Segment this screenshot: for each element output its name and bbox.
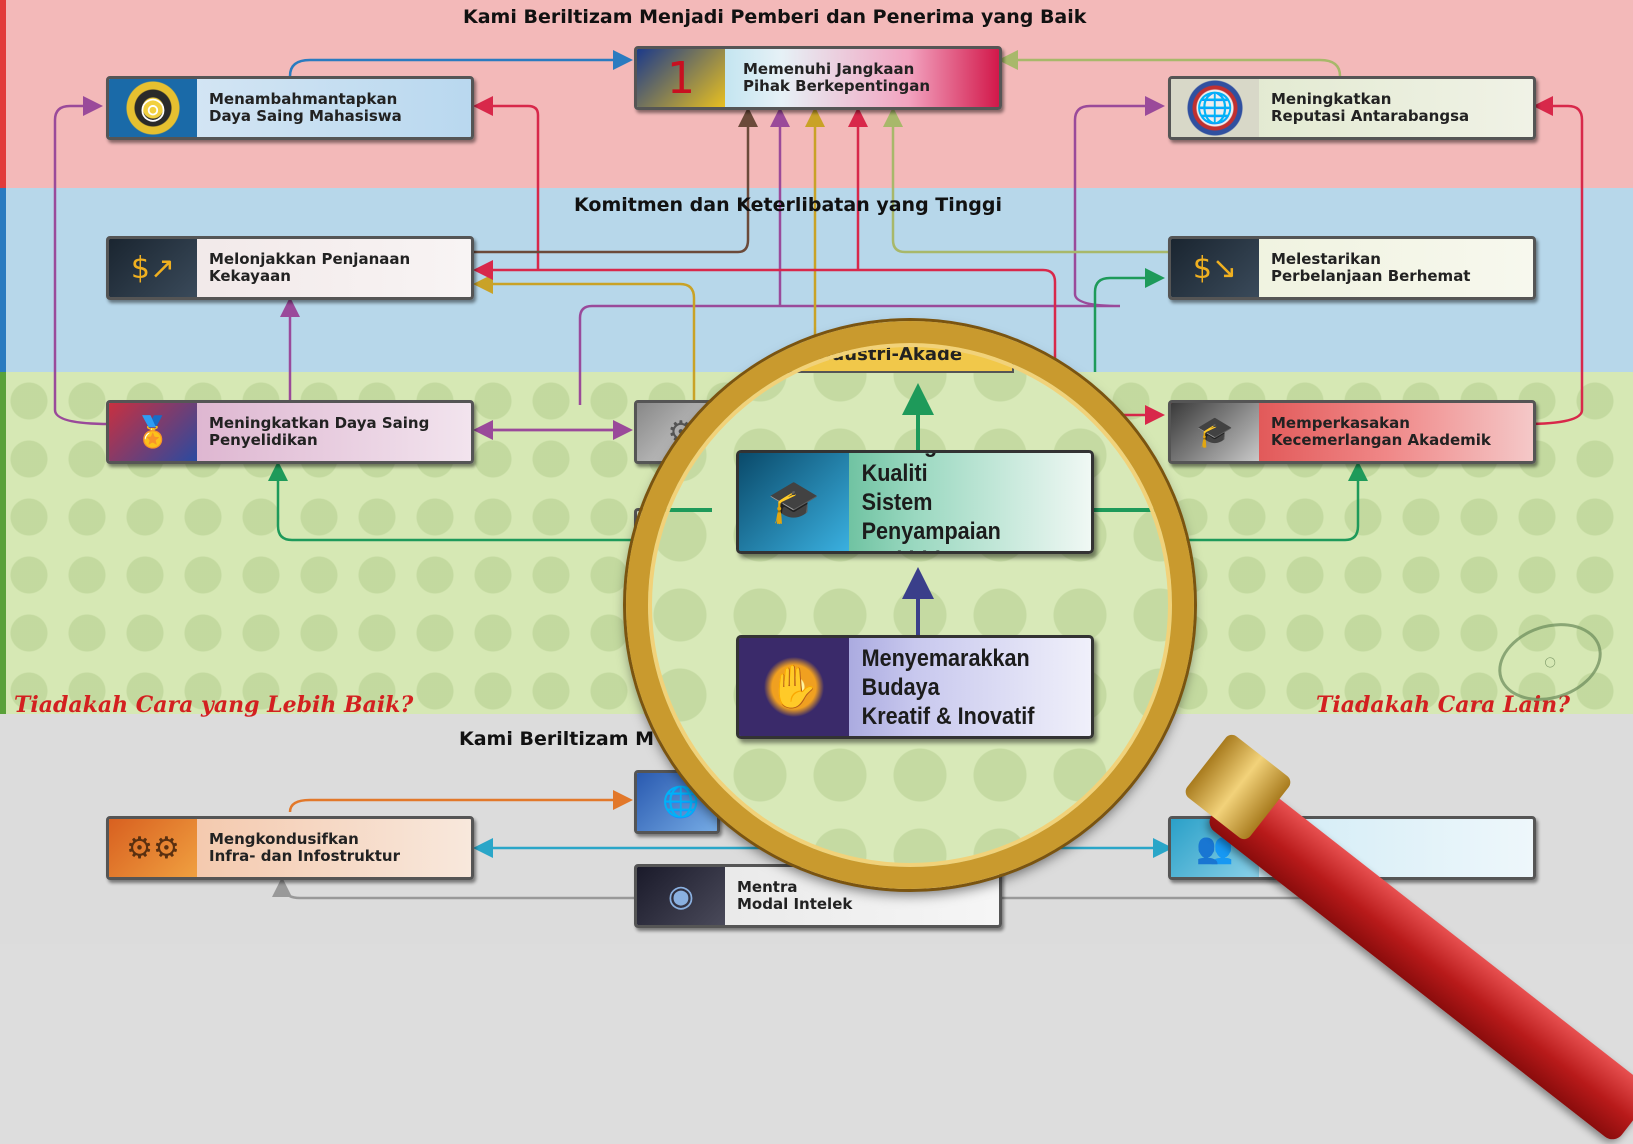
flag-number-one-icon: 1 [637,49,725,107]
node-academic-excellence[interactable]: 🎓 Memperkasakan Kecemerlangan Akademik [1168,400,1536,464]
heading-commitment: Komitmen dan Keterlibatan yang Tinggi [574,194,1002,216]
node-label: Melestarikan Perbelanjaan Berhemat [1271,250,1471,285]
heading-bottom: Kami Beriltizam M [459,728,655,750]
node-label: Meningkatkan Reputasi Antarabangsa [1271,90,1470,125]
brain-head-icon: ◉ [637,867,725,925]
node-infrastructure[interactable]: ⚙⚙ Mengkondusifkan Infra- dan Infostrukt… [106,816,474,880]
tagline-left: Tiadakah Cara yang Lebih Baik? [14,692,414,718]
node-research-competitiveness[interactable]: 🏅 Meningkatkan Daya Saing Penyelidikan [106,400,474,464]
heading-stakeholder: Kami Beriltizam Menjadi Pemberi dan Pene… [463,6,1087,28]
edge-marker-top [0,0,6,188]
node-label: Melonjakkan Penjanaan Kekayaan [209,250,411,285]
medals-icon: 🏅 [109,403,197,461]
dollar-chart-up-icon: $↗ [109,239,197,297]
node-stakeholder-expectations[interactable]: 1 Memenuhi Jangkaan Pihak Berkepentingan [634,46,1002,110]
gears-cogs-icon: ⚙⚙ [109,819,197,877]
node-label: Mentra Modal Intelek [737,878,853,913]
edge-marker-mid [0,188,6,372]
node-wealth-generation[interactable]: $↗ Melonjakkan Penjanaan Kekayaan [106,236,474,300]
node-label: Meningkatkan Daya Saing Penyelidikan [209,414,430,449]
dollar-chart-down-icon: $↘ [1171,239,1259,297]
node-label: Mengkondusifkan Infra- dan Infostruktur [209,830,401,865]
node-international-reputation[interactable]: 🌐 Meningkatkan Reputasi Antarabangsa [1168,76,1536,140]
node-student-competitiveness[interactable]: ◎ Menambahmantapkan Daya Saing Mahasiswa [106,76,474,140]
dartboard-icon: ◎ [109,79,197,137]
edge-marker-low [0,372,6,714]
world-flags-globe-icon: 🌐 [1171,79,1259,137]
node-label: Menambahmantapkan Daya Saing Mahasiswa [209,90,402,125]
books-graduation-icon: 🎓 [1171,403,1259,461]
magnifier-rim [626,321,1194,889]
node-label: Memenuhi Jangkaan Pihak Berkepentingan [743,60,931,95]
node-label: Memperkasakan Kecemerlangan Akademik [1271,414,1491,449]
tagline-right: Tiadakah Cara Lain? [1316,692,1571,718]
node-prudent-spending[interactable]: $↘ Melestarikan Perbelanjaan Berhemat [1168,236,1536,300]
